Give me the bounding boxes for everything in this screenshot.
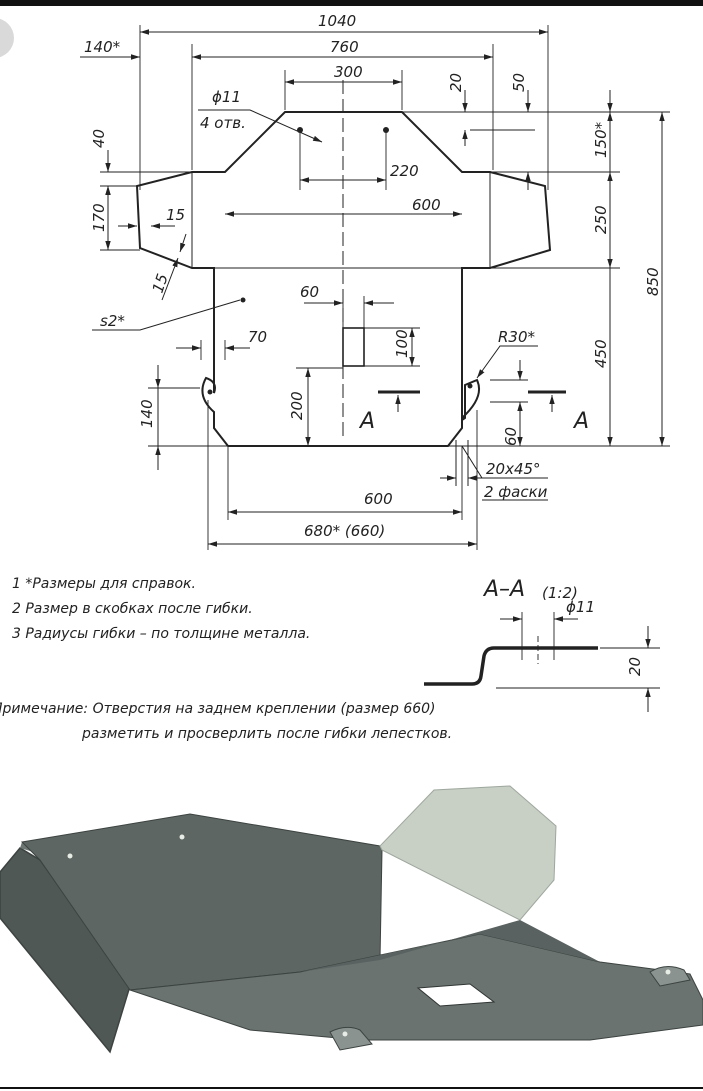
top-status-bar — [0, 0, 703, 6]
dim-50: 50 — [510, 73, 528, 92]
dim-r30: R30* — [498, 328, 536, 346]
dim-15-a: 15 — [166, 206, 185, 224]
dim-680: 680* (660) — [304, 522, 385, 540]
dim-850: 850 — [644, 267, 662, 296]
dim-140: 140 — [138, 399, 156, 428]
dim-140-ref: 140* — [84, 38, 121, 56]
dim-250: 250 — [592, 205, 610, 234]
3d-render-plate — [0, 785, 703, 1054]
section-scale: (1:2) — [542, 584, 578, 602]
dim-150-ref: 150* — [592, 121, 610, 158]
section-phi11: ϕ11 — [566, 598, 595, 616]
dim-600-bottom: 600 — [364, 490, 393, 508]
note-2: 2 Размер в скобках после гибки. — [12, 601, 253, 617]
center-slot — [342, 327, 365, 367]
dim-760: 760 — [330, 38, 359, 56]
dim-300: 300 — [334, 63, 363, 81]
dim-phi11: ϕ11 — [212, 88, 241, 106]
dim-1040: 1040 — [318, 12, 356, 30]
dim-70: 70 — [248, 328, 267, 346]
section-profile — [424, 612, 660, 712]
dim-60-ear: 60 — [502, 427, 520, 446]
dim-thickness: s2* — [100, 312, 125, 330]
dim-220: 220 — [390, 162, 419, 180]
remark-line-2: разметить и просверлить после гибки лепе… — [81, 726, 452, 742]
dim-20-top: 20 — [447, 73, 465, 92]
dim-170: 170 — [90, 203, 108, 232]
dim-60-slot: 60 — [300, 283, 319, 301]
dim-100: 100 — [393, 329, 411, 358]
back-button[interactable] — [0, 18, 14, 58]
dim-4-holes: 4 отв. — [200, 114, 246, 132]
dim-200: 200 — [288, 391, 306, 420]
section-mark-left: A — [358, 409, 375, 434]
remark-line-1: Примечание: Отверстия на заднем креплени… — [0, 701, 436, 717]
dim-600-top: 600 — [412, 196, 441, 214]
dim-450: 450 — [592, 339, 610, 368]
dim-15-b: 15 — [149, 272, 172, 296]
section-mark-right: A — [572, 409, 589, 434]
note-3: 3 Радиусы гибки – по толщине металла. — [12, 626, 310, 642]
plate-outline — [135, 111, 552, 447]
section-title: A–A — [482, 577, 525, 602]
section-height: 20 — [626, 657, 644, 676]
dim-40: 40 — [90, 129, 108, 148]
note-1: 1 *Размеры для справок. — [12, 576, 196, 592]
dim-chamfer: 20x45° — [486, 460, 541, 478]
dim-chamfer-count: 2 фаски — [484, 483, 548, 501]
